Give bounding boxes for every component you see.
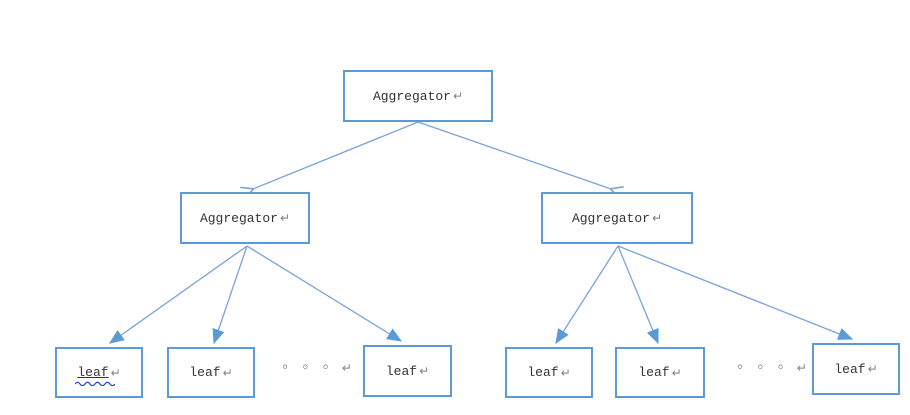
node-leaf-3[interactable]: leaf↵: [363, 345, 452, 397]
node-label: Aggregator: [199, 210, 278, 226]
node-label: leaf: [189, 365, 221, 380]
edge-agg-left-to-leaf2[interactable]: [212, 245, 248, 345]
node-aggregator-root[interactable]: Aggregator↵: [343, 70, 493, 122]
paragraph-return-icon: ↵: [651, 211, 663, 225]
node-label: Aggregator: [372, 88, 451, 104]
edge-root-to-agg-right[interactable]: [417, 121, 624, 200]
paragraph-return-icon: ↵: [419, 364, 430, 378]
paragraph-return-icon: ↵: [796, 361, 807, 375]
paragraph-return-icon: ↵: [671, 365, 682, 380]
paragraph-return-icon: ↵: [341, 361, 352, 375]
node-label: leaf: [834, 361, 866, 377]
edge-root-to-agg-left[interactable]: [240, 121, 419, 200]
paragraph-return-icon: ↵: [560, 365, 571, 380]
node-label: leaf: [527, 365, 559, 380]
edge-agg-right-to-leaf4[interactable]: [555, 245, 619, 345]
node-leaf-2[interactable]: leaf↵: [167, 347, 255, 398]
node-label: leaf: [77, 365, 109, 380]
ellipsis-dots: ◦◦◦: [281, 360, 342, 376]
edge-agg-left-to-leaf3[interactable]: [246, 245, 403, 342]
node-label: Aggregator: [571, 210, 650, 226]
paragraph-return-icon: ↵: [222, 365, 233, 380]
node-aggregator-right[interactable]: Aggregator↵: [541, 192, 693, 244]
paragraph-return-icon: ↵: [110, 365, 121, 380]
node-aggregator-left[interactable]: Aggregator↵: [180, 192, 310, 244]
ellipsis-more-leaves-right: ◦◦◦↵: [736, 360, 807, 376]
paragraph-return-icon: ↵: [867, 362, 878, 376]
node-label: leaf: [385, 363, 418, 379]
node-label: leaf: [638, 365, 670, 380]
edge-agg-left-to-leaf1[interactable]: [108, 245, 248, 344]
paragraph-return-icon: ↵: [279, 211, 291, 225]
paragraph-return-icon: ↵: [452, 89, 464, 103]
ellipsis-dots: ◦◦◦: [736, 360, 797, 376]
node-leaf-1[interactable]: leaf ↵: [55, 347, 143, 398]
spellcheck-squiggle-icon: [75, 381, 116, 386]
node-leaf-6[interactable]: leaf↵: [812, 343, 900, 395]
ellipsis-more-leaves-left: ◦◦◦↵: [281, 360, 352, 376]
node-leaf-4[interactable]: leaf↵: [505, 347, 593, 398]
edge-agg-right-to-leaf5[interactable]: [617, 245, 659, 345]
node-leaf-5[interactable]: leaf↵: [615, 347, 705, 398]
edge-agg-right-to-leaf6[interactable]: [617, 245, 854, 340]
